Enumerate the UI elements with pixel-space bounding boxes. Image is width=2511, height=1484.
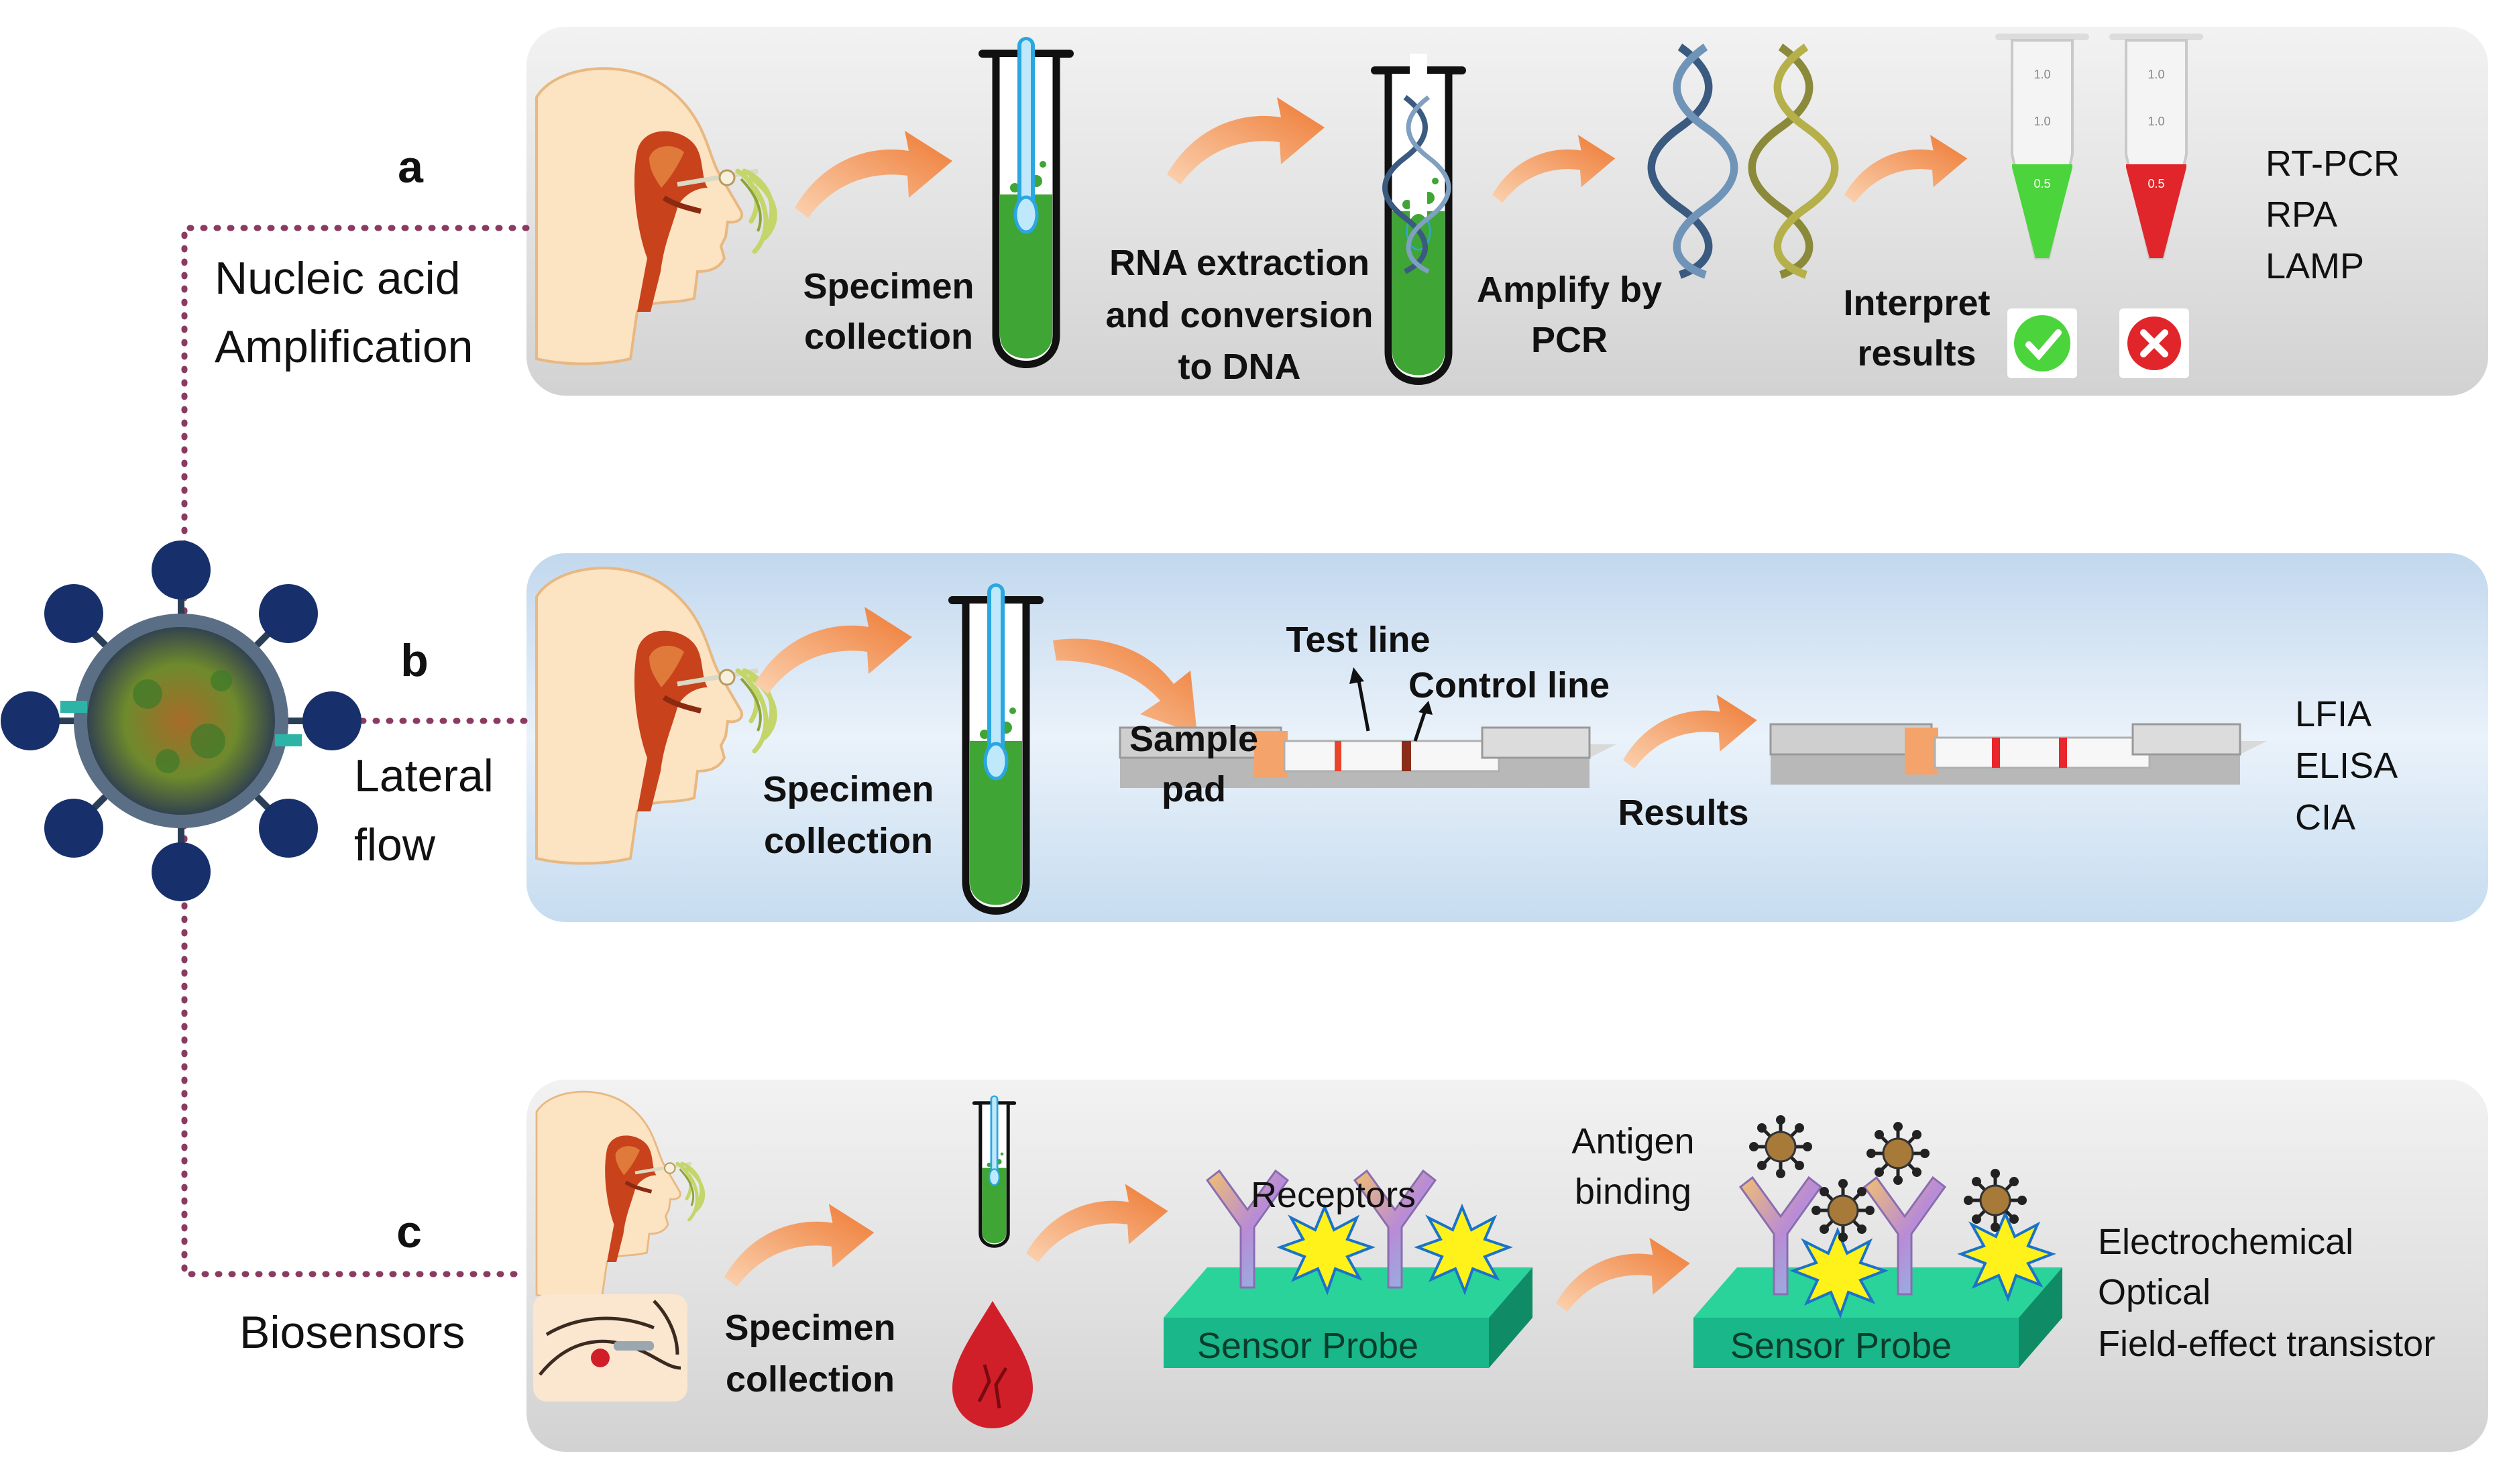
positive-tube: 1.0 1.0 0.5 — [1999, 37, 2086, 258]
category-c-line1: Biosensors — [239, 1307, 465, 1358]
check-icon — [2007, 308, 2077, 378]
b-method-3: CIA — [2295, 797, 2355, 838]
sensor-probe-2 — [1693, 1267, 2062, 1368]
a-extraction-line2: and conversion — [1105, 295, 1373, 335]
c-method-2: Optical — [2098, 1272, 2211, 1312]
control-line-pointer-head — [1418, 701, 1433, 715]
virus-particle-4 — [1964, 1169, 2027, 1232]
a-method-1: RT-PCR — [2266, 144, 2400, 184]
positive-tube-mark-2: 1.0 — [2033, 115, 2050, 128]
c-receptors-label: Receptors — [1251, 1175, 1416, 1215]
c-antigen-line2: binding — [1575, 1172, 1691, 1212]
a-method-3: LAMP — [2266, 246, 2364, 286]
negative-tube-mark-1: 1.0 — [2147, 68, 2164, 81]
a-specimen-line2: collection — [804, 317, 973, 357]
test-line-pointer-head — [1349, 667, 1364, 684]
panel-c-letter: c — [396, 1206, 422, 1257]
tube-icon-a1 — [983, 37, 1070, 365]
lateral-flow-strip-1 — [1119, 726, 1616, 788]
c-specimen-line1: Specimen — [724, 1308, 895, 1348]
blood-drop-icon — [952, 1301, 1033, 1428]
small-tube-icon — [974, 1096, 1015, 1247]
panel-a-letter: a — [398, 141, 424, 192]
a-specimen-line1: Specimen — [803, 266, 974, 306]
a-extraction-line1: RNA extraction — [1109, 243, 1370, 283]
a-interpret-line1: Interpret — [1843, 283, 1990, 323]
b-method-1: LFIA — [2295, 694, 2372, 734]
positive-tube-mark-3: 0.5 — [2033, 177, 2050, 190]
b-sample-pad-line2: pad — [1162, 769, 1226, 809]
a-interpret-line2: results — [1857, 333, 1976, 374]
negative-tube-mark-3: 0.5 — [2147, 177, 2164, 190]
negative-tube: 1.0 1.0 0.5 — [2113, 37, 2200, 258]
cross-icon — [2119, 308, 2189, 378]
b-specimen-line2: collection — [764, 821, 933, 861]
virus-particle-1 — [1749, 1115, 1812, 1178]
control-line-pointer — [1413, 710, 1427, 742]
negative-tube-mark-2: 1.0 — [2147, 115, 2164, 128]
a-amplify-line2: PCR — [1531, 320, 1608, 360]
category-a-line1: Nucleic acid — [215, 253, 461, 304]
category-b-line2: flow — [354, 819, 436, 870]
a-amplify-line1: Amplify by — [1477, 270, 1662, 310]
lateral-flow-strip-2 — [1769, 723, 2267, 785]
tube-icon-a2 — [1375, 54, 1462, 382]
b-specimen-line1: Specimen — [763, 769, 934, 809]
test-line-pointer — [1356, 677, 1370, 732]
arrow-icon-b2 — [1053, 638, 1197, 734]
virus-particle-3 — [1866, 1122, 1930, 1185]
category-a-line2: Amplification — [215, 321, 473, 372]
c-sensor-probe-label-2: Sensor Probe — [1730, 1326, 1952, 1366]
b-results-label: Results — [1618, 793, 1748, 833]
a-method-2: RPA — [2266, 194, 2337, 235]
virus-illustration — [1, 540, 361, 901]
c-antigen-line1: Antigen — [1571, 1121, 1694, 1161]
positive-tube-mark-1: 1.0 — [2033, 68, 2050, 81]
sensor-probe-1 — [1164, 1267, 1532, 1368]
dna-icon-2 — [1748, 44, 1839, 279]
b-control-line-label: Control line — [1408, 665, 1610, 705]
c-specimen-line2: collection — [726, 1359, 895, 1400]
virus-particle-2 — [1811, 1179, 1875, 1242]
finger-prick-icon — [533, 1294, 687, 1402]
category-b-line1: Lateral — [354, 750, 494, 801]
b-method-2: ELISA — [2295, 746, 2398, 786]
c-sensor-probe-label-1: Sensor Probe — [1197, 1326, 1418, 1366]
b-test-line-label: Test line — [1286, 620, 1430, 660]
c-method-1: Electrochemical — [2098, 1222, 2353, 1262]
tube-icon-b — [952, 583, 1040, 911]
panel-b-letter: b — [400, 635, 429, 686]
b-sample-pad-line1: Sample — [1129, 719, 1258, 759]
a-extraction-line3: to DNA — [1178, 347, 1301, 387]
c-method-3: Field-effect transistor — [2098, 1324, 2435, 1364]
